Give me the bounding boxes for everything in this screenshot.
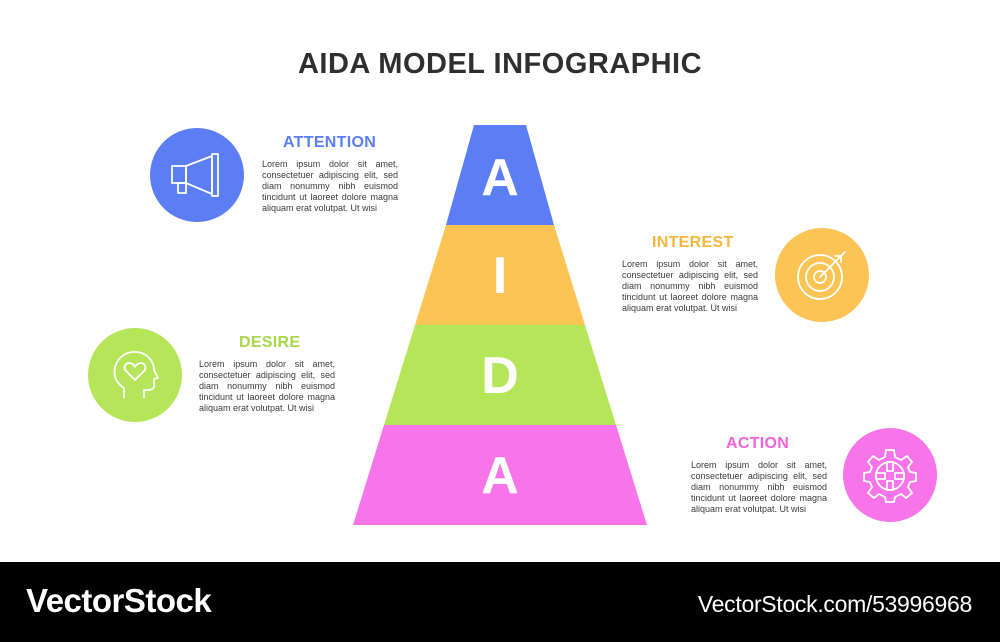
pyramid-letter-a-attention: A bbox=[481, 149, 519, 207]
attention-heading: ATTENTION bbox=[283, 134, 377, 151]
megaphone-icon bbox=[171, 153, 219, 197]
pyramid-tier-desire bbox=[384, 325, 616, 425]
vectorstock-url: VectorStock.com/53996968 bbox=[697, 591, 972, 617]
head-heart-icon bbox=[113, 351, 159, 398]
desire-description: Lorem ipsum dolor sit amet, consectetuer… bbox=[199, 359, 335, 413]
watermark-bar: VectorStock VectorStock.com/53996968 bbox=[0, 562, 1000, 642]
vectorstock-logo: VectorStock bbox=[26, 582, 212, 619]
action-heading: ACTION bbox=[726, 435, 790, 452]
desire-heading: DESIRE bbox=[239, 334, 301, 351]
aida-pyramid bbox=[353, 125, 647, 525]
gear-icon bbox=[863, 449, 917, 503]
pyramid-tier-interest bbox=[415, 225, 585, 325]
interest-description: Lorem ipsum dolor sit amet, consectetuer… bbox=[622, 259, 758, 313]
action-description: Lorem ipsum dolor sit amet, consectetuer… bbox=[691, 460, 827, 514]
page-title: AIDA MODEL INFOGRAPHIC bbox=[297, 48, 703, 80]
pyramid-tier-action bbox=[353, 425, 647, 525]
interest-circle bbox=[775, 228, 869, 322]
action-circle bbox=[843, 428, 937, 522]
pyramid-tier-attention bbox=[446, 125, 554, 225]
pyramid-letter-d: D bbox=[481, 347, 519, 405]
desire-circle bbox=[88, 328, 182, 422]
target-icon bbox=[797, 251, 846, 300]
attention-circle bbox=[150, 128, 244, 222]
interest-heading: INTEREST bbox=[652, 234, 734, 251]
pyramid-letter-a-action: A bbox=[481, 447, 519, 505]
pyramid-letter-i: I bbox=[492, 247, 508, 305]
attention-description: Lorem ipsum dolor sit amet, consectetuer… bbox=[262, 159, 398, 213]
